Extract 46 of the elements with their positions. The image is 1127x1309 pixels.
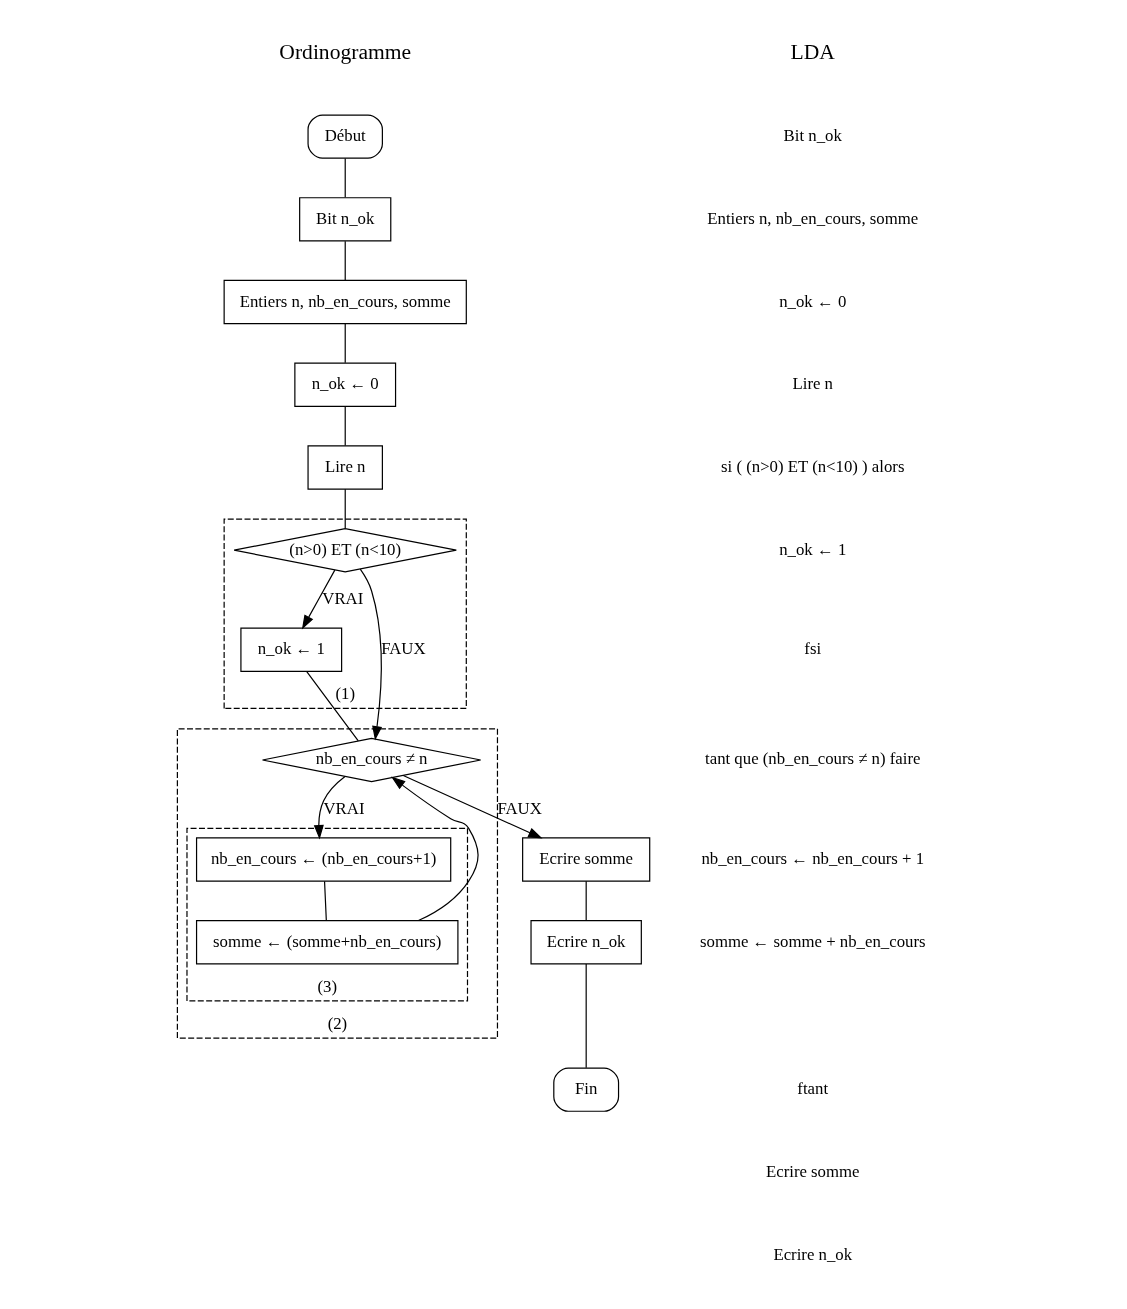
label: LDA [790, 40, 835, 65]
connector [344, 323, 346, 364]
edge-label: VRAI [321, 589, 363, 609]
connector [585, 963, 587, 1069]
node-box: nb_en_cours ← (nb_en_cours+1) [195, 837, 451, 882]
edge-label: VRAI [323, 799, 365, 819]
label: Ecrire somme [765, 1161, 860, 1181]
label: fsi [803, 639, 821, 659]
connector [344, 157, 346, 198]
label: Entiers n, nb_en_cours, somme [706, 208, 918, 228]
connector [344, 406, 346, 446]
label: Lire n [792, 374, 833, 394]
arrow [359, 568, 382, 741]
edge-label: FAUX [496, 799, 542, 819]
arrow [390, 776, 479, 922]
node-box: n_ok ← 1 [239, 627, 342, 672]
node-box: Ecrire n_ok [529, 920, 642, 965]
node-box: Bit n_ok [298, 197, 391, 242]
connector [323, 880, 327, 921]
label: Ecrire n_ok [772, 1244, 852, 1264]
arrow [402, 774, 543, 839]
label: nb_en_cours ← nb_en_cours + 1 [700, 848, 924, 868]
node-diamond: (n>0) ET (n<10) [233, 528, 457, 573]
label: Bit n_ok [783, 126, 842, 146]
label: n_ok ← 1 [778, 539, 846, 559]
connector [305, 671, 359, 742]
connector [344, 240, 346, 281]
node-box: Ecrire somme [521, 837, 650, 882]
node-box: Lire n [306, 445, 383, 490]
node-box: n_ok ← 0 [293, 362, 396, 407]
connector [344, 488, 346, 529]
arrow [313, 775, 346, 840]
connector [585, 880, 587, 921]
node-box: somme ← (somme+nb_en_cours) [195, 920, 458, 965]
label: tant que (nb_en_cours ≠ n) faire [704, 749, 920, 769]
label: si ( (n>0) ET (n<10) ) alors [720, 456, 904, 476]
node-box: Début [306, 114, 383, 159]
node-box: Fin [552, 1067, 619, 1112]
node-box: Entiers n, nb_en_cours, somme [223, 279, 467, 325]
arrow [301, 569, 335, 630]
label: Ordinogramme [278, 40, 411, 65]
node-diamond: nb_en_cours ≠ n [261, 737, 481, 783]
label: somme ← somme + nb_en_cours [699, 931, 926, 951]
label: ftant [796, 1079, 828, 1099]
label: n_ok ← 0 [778, 291, 846, 311]
edge-label: FAUX [380, 639, 426, 659]
